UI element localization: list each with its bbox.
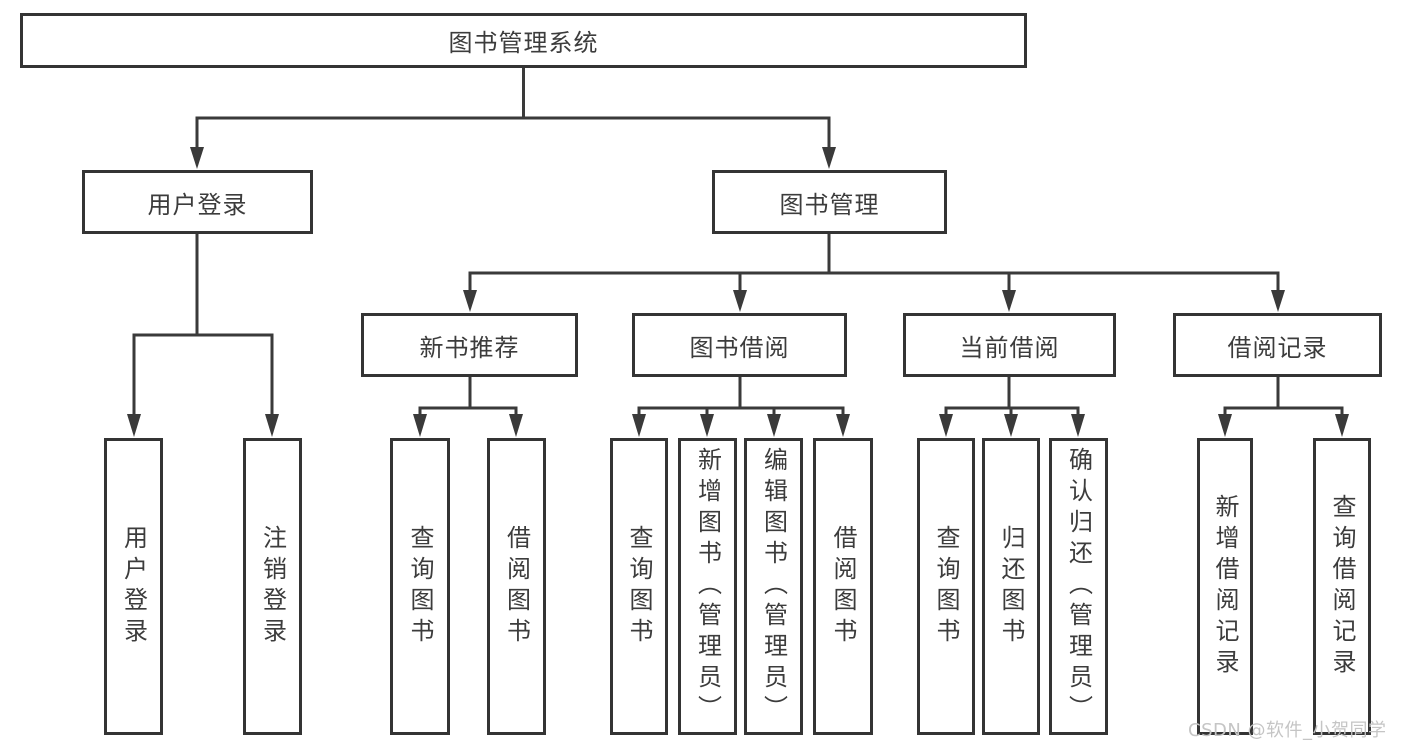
- node-new-book-recommend: 新书推荐: [361, 313, 578, 377]
- arrow-down-icon: [1002, 290, 1016, 312]
- node-borrow-records: 借阅记录: [1173, 313, 1382, 377]
- node-label: 查询图书: [932, 524, 960, 649]
- node-label: 注销登录: [258, 524, 287, 649]
- node-label: 新书推荐: [419, 333, 520, 362]
- node-label: 确认归还（管理员）: [1064, 447, 1093, 726]
- node-label: 查询借阅记录: [1328, 493, 1356, 680]
- node-label: 借阅记录: [1227, 333, 1328, 362]
- connector-user-login: [127, 234, 279, 437]
- leaf-current-return-books: 归还图书: [982, 438, 1040, 735]
- node-label: 图书借阅: [689, 333, 790, 362]
- arrow-down-icon: [700, 414, 714, 437]
- node-label: 借阅图书: [829, 524, 857, 649]
- leaf-borrow-add-books-admin: 新增图书（管理员）: [678, 438, 737, 735]
- leaf-current-query-books: 查询图书: [917, 438, 975, 735]
- node-current-borrow: 当前借阅: [903, 313, 1116, 377]
- arrow-down-icon: [733, 290, 747, 312]
- node-label: 新增借阅记录: [1211, 493, 1239, 680]
- leaf-borrow-edit-books-admin: 编辑图书（管理员）: [744, 438, 803, 735]
- arrow-down-icon: [632, 414, 646, 437]
- arrow-down-icon: [836, 414, 850, 437]
- leaf-records-add-record: 新增借阅记录: [1197, 438, 1253, 735]
- connector-borrow-records: [1218, 377, 1349, 437]
- connector-root: [190, 68, 836, 169]
- connector-book-management: [463, 234, 1285, 312]
- csdn-watermark: CSDN @软件_小贺同学: [1188, 720, 1387, 741]
- node-label: 编辑图书（管理员）: [759, 447, 788, 726]
- connector-current-borrow: [939, 377, 1085, 437]
- arrow-down-icon: [1004, 414, 1018, 437]
- node-book-borrow: 图书借阅: [632, 313, 847, 377]
- leaf-recommend-query-books: 查询图书: [390, 438, 450, 735]
- arrow-down-icon: [767, 414, 781, 437]
- arrow-down-icon: [463, 290, 477, 312]
- arrow-down-icon: [822, 147, 836, 169]
- arrow-down-icon: [1335, 414, 1349, 437]
- connector-new-book-recommend: [413, 377, 523, 437]
- arrow-down-icon: [265, 414, 279, 437]
- node-label: 归还图书: [997, 524, 1025, 649]
- arrow-down-icon: [1271, 290, 1285, 312]
- node-label: 借阅图书: [502, 524, 531, 649]
- leaf-recommend-borrow-books: 借阅图书: [487, 438, 546, 735]
- node-label: 新增图书（管理员）: [693, 447, 722, 726]
- leaf-records-query-record: 查询借阅记录: [1313, 438, 1371, 735]
- leaf-user-login: 用户登录: [104, 438, 163, 735]
- arrow-down-icon: [1218, 414, 1232, 437]
- leaf-borrow-borrow-books: 借阅图书: [813, 438, 873, 735]
- node-label: 查询图书: [406, 524, 434, 649]
- arrow-down-icon: [509, 414, 523, 437]
- arrow-down-icon: [127, 414, 141, 437]
- node-book-management: 图书管理: [712, 170, 947, 234]
- node-label: 当前借阅: [959, 333, 1060, 362]
- leaf-current-confirm-return-admin: 确认归还（管理员）: [1049, 438, 1108, 735]
- leaf-borrow-query-books: 查询图书: [610, 438, 668, 735]
- node-user-login: 用户登录: [82, 170, 313, 234]
- node-label: 查询图书: [625, 524, 653, 649]
- arrow-down-icon: [190, 147, 204, 169]
- connector-book-borrow: [632, 377, 850, 437]
- arrow-down-icon: [939, 414, 953, 437]
- leaf-logout: 注销登录: [243, 438, 302, 735]
- node-label: 用户登录: [147, 190, 248, 219]
- node-label: 用户登录: [119, 524, 148, 649]
- arrow-down-icon: [1071, 414, 1085, 437]
- node-label: 图书管理: [779, 190, 880, 219]
- arrow-down-icon: [413, 414, 427, 437]
- node-label: 图书管理系统: [448, 29, 599, 57]
- node-root: 图书管理系统: [20, 13, 1027, 68]
